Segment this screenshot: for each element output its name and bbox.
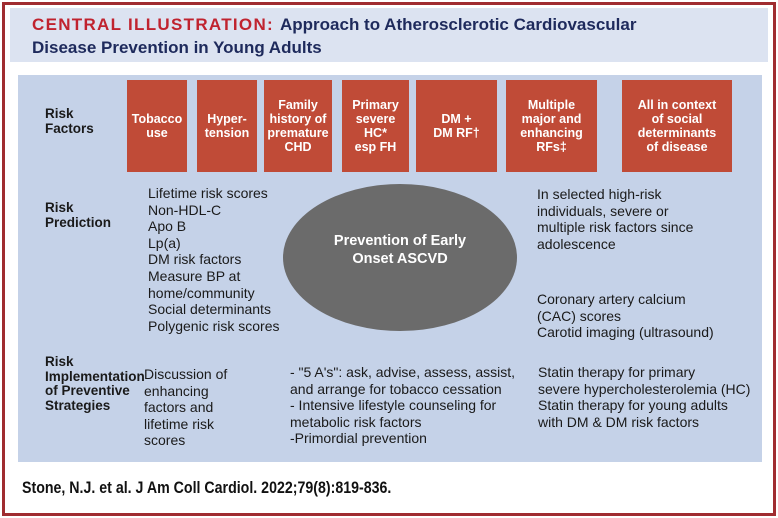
risk-factors-row-label: Risk Factors (45, 106, 94, 136)
risk-factor-box-tobacco-use: Tobacco use (127, 80, 187, 172)
risk-factor-box-dm-rf: DM + DM RF† (416, 80, 497, 172)
prevention-ellipse-label: Prevention of Early Onset ASCVD (333, 232, 467, 267)
central-illustration-label: CENTRAL ILLUSTRATION: (32, 15, 274, 34)
citation: Stone, N.J. et al. J Am Coll Cardiol. 20… (22, 479, 392, 497)
risk-factor-box-social-determinants: All in context of social determinants of… (622, 80, 732, 172)
risk-factor-box-hypertension: Hyper- tension (197, 80, 257, 172)
five-as-counseling-note: - "5 A's": ask, advise, assess, assist, … (290, 364, 516, 447)
risk-implementation-row-label: Risk Implementation of Preventive Strate… (45, 354, 145, 413)
prevention-ellipse: Prevention of Early Onset ASCVD (283, 184, 517, 331)
risk-prediction-list: Lifetime risk scores Non-HDL-C Apo B Lp(… (148, 185, 280, 334)
risk-factor-box-primary-severe-hc: Primary severe HC* esp FH (342, 80, 409, 172)
imaging-scores-note: Coronary artery calcium (CAC) scores Car… (537, 291, 714, 341)
high-risk-individuals-note: In selected high-risk individuals, sever… (537, 186, 694, 252)
title-line-2: Disease Prevention in Young Adults (32, 38, 322, 57)
risk-prediction-row-label: Risk Prediction (45, 200, 112, 230)
figure-title: CENTRAL ILLUSTRATION: Approach to Atheros… (32, 13, 768, 59)
statin-therapy-note: Statin therapy for primary severe hyperc… (538, 364, 751, 430)
risk-factor-box-family-history: Family history of premature CHD (264, 80, 332, 172)
header-band: CENTRAL ILLUSTRATION: Approach to Atheros… (10, 8, 768, 62)
discussion-enhancing-factors-note: Discussion of enhancing factors and life… (144, 366, 228, 449)
title-line-1: Approach to Atherosclerotic Cardiovascul… (279, 15, 637, 34)
risk-factor-box-multiple-rfs: Multiple major and enhancing RFs‡ (506, 80, 597, 172)
